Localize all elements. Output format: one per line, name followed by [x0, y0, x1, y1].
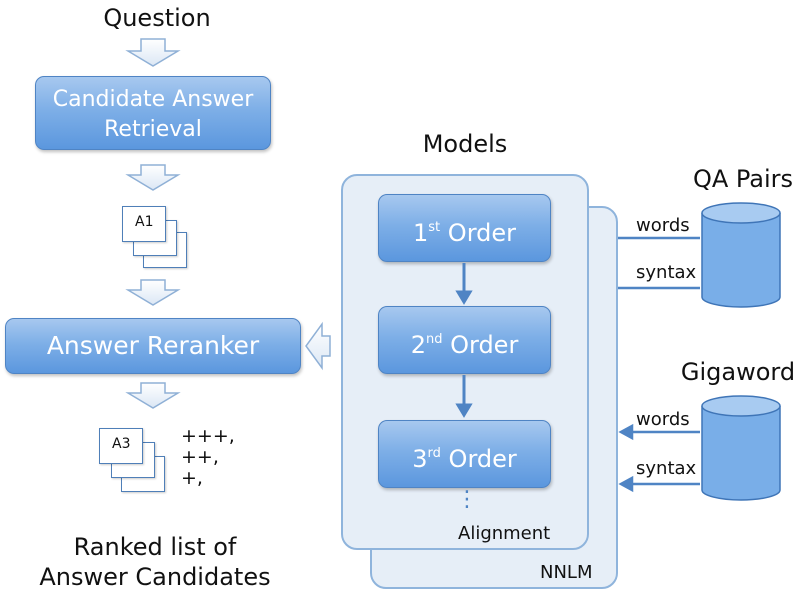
qa-pairs-database-icon [701, 202, 781, 308]
order-text: Order [448, 445, 517, 473]
left-arrow-icon [305, 321, 331, 371]
order-suffix: st [428, 220, 441, 235]
second-order-box: 2nd Order [378, 306, 551, 374]
gigaword-words-label: words [636, 409, 690, 430]
order-suffix: rd [427, 446, 441, 461]
score-item: +++, [181, 425, 235, 447]
order-text: Order [450, 331, 519, 359]
down-arrow-icon [125, 279, 181, 306]
down-arrow-icon [125, 38, 181, 67]
qa-words-label: words [636, 215, 690, 236]
gigaword-database-icon [701, 395, 781, 501]
document-a3-icon: A3 [99, 428, 143, 464]
qa-syntax-label: syntax [636, 262, 697, 283]
score-list: +++, ++, +, [181, 426, 235, 489]
third-order-box: 3rd Order [378, 420, 551, 488]
retrieval-line2: Retrieval [104, 117, 202, 142]
ranked-list-label: Ranked list of Answer Candidates [20, 532, 290, 592]
models-label: Models [422, 130, 508, 158]
nnlm-label: NNLM [540, 562, 593, 583]
document-a1-icon: A1 [122, 206, 166, 242]
alignment-label: Alignment [458, 523, 551, 544]
ranked-line2: Answer Candidates [39, 563, 271, 591]
ranked-line1: Ranked list of [73, 533, 237, 561]
candidate-answer-retrieval-box: Candidate Answer Retrieval [35, 76, 271, 150]
order-number: 1 [413, 219, 429, 247]
order-number: 3 [412, 445, 428, 473]
ellipsis: ⋮ [456, 487, 478, 512]
down-arrow-icon [125, 382, 181, 409]
order-number: 2 [410, 331, 426, 359]
order-suffix: nd [425, 332, 443, 347]
qa-pairs-label: QA Pairs [692, 165, 794, 193]
retrieval-line1: Candidate Answer [52, 87, 254, 112]
score-item: ++, [181, 446, 219, 468]
gigaword-label: Gigaword [680, 358, 796, 386]
gigaword-syntax-label: syntax [636, 458, 697, 479]
first-order-box: 1st Order [378, 194, 551, 262]
question-label: Question [103, 4, 211, 32]
answer-reranker-box: Answer Reranker [5, 318, 301, 374]
doc-a1-label: A1 [135, 214, 154, 230]
down-arrow-icon [125, 164, 181, 191]
score-item: +, [181, 467, 203, 489]
order-text: Order [447, 219, 516, 247]
doc-a3-label: A3 [112, 436, 131, 452]
